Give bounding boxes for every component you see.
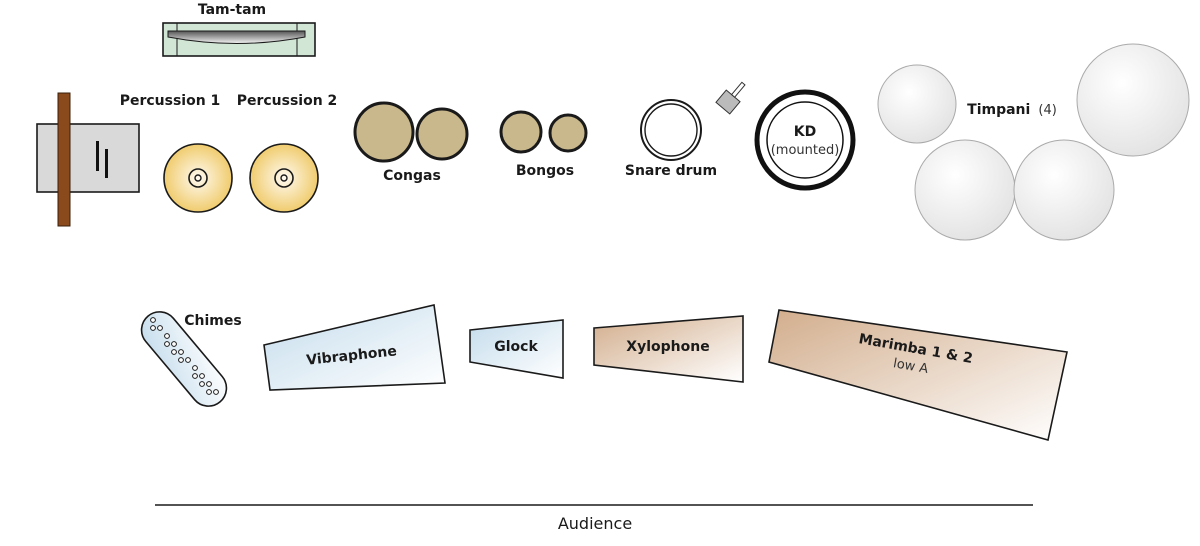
cymbal-1 [163, 143, 233, 213]
stand-icon [57, 92, 71, 227]
chime-tube-icon [185, 357, 191, 363]
congas: Congas [353, 101, 469, 184]
timpani-count: (4) [1038, 103, 1056, 118]
marimba-note: low A [892, 356, 929, 377]
cymbal-2 [249, 143, 319, 213]
chime-tube-icon [150, 317, 156, 323]
chime-tube-icon [178, 349, 184, 355]
percussion-2-label: Percussion 2 [237, 93, 338, 109]
bongos: Bongos [499, 110, 588, 179]
gong-icon [167, 30, 306, 44]
bongos-label: Bongos [516, 163, 574, 179]
chime-tube-icon [178, 357, 184, 363]
congas-label: Congas [383, 168, 441, 184]
timpani: Timpani (4) [877, 43, 1190, 241]
vibraphone: Vibraphone [263, 304, 446, 391]
chime-tube-icon [171, 341, 177, 347]
chime-tube-icon [171, 349, 177, 355]
chime-tube-icon [157, 325, 163, 331]
kd-label: KD [794, 124, 816, 140]
chime-tube-icon [164, 333, 170, 339]
chimes: Chimes [140, 311, 242, 407]
chime-tube-icon [199, 373, 205, 379]
chime-tube-icon [206, 389, 212, 395]
tam-tam: Tam-tam [162, 2, 316, 57]
chime-tube-icon [206, 381, 212, 387]
snare-drum-label: Snare drum [625, 163, 717, 179]
chime-tube-icon [199, 381, 205, 387]
kd-note: (mounted) [771, 143, 840, 158]
marimba: Marimba 1 & 2 low A [768, 309, 1068, 441]
timpani-label-group: Timpani (4) [967, 99, 1057, 118]
glock-label: Glock [494, 339, 538, 355]
percussion-1-label: Percussion 1 [120, 93, 221, 109]
chime-tube-icon [192, 365, 198, 371]
chime-tube-icon [164, 341, 170, 347]
audience-label: Audience [558, 514, 632, 533]
glockenspiel: Glock [469, 319, 564, 379]
chime-tube-icon [213, 389, 219, 395]
xylophone: Xylophone [593, 315, 744, 383]
kick-drum: KD (mounted) [754, 89, 856, 191]
chime-tube-icon [192, 373, 198, 379]
pedal-icon [715, 81, 746, 115]
timpani-label: Timpani [967, 102, 1030, 118]
chimes-label: Chimes [184, 313, 241, 329]
xylophone-label: Xylophone [626, 339, 709, 355]
tam-tam-label: Tam-tam [198, 2, 266, 18]
percussion-table [36, 92, 140, 227]
snare-drum: Snare drum [625, 99, 717, 179]
chime-tube-icon [150, 325, 156, 331]
